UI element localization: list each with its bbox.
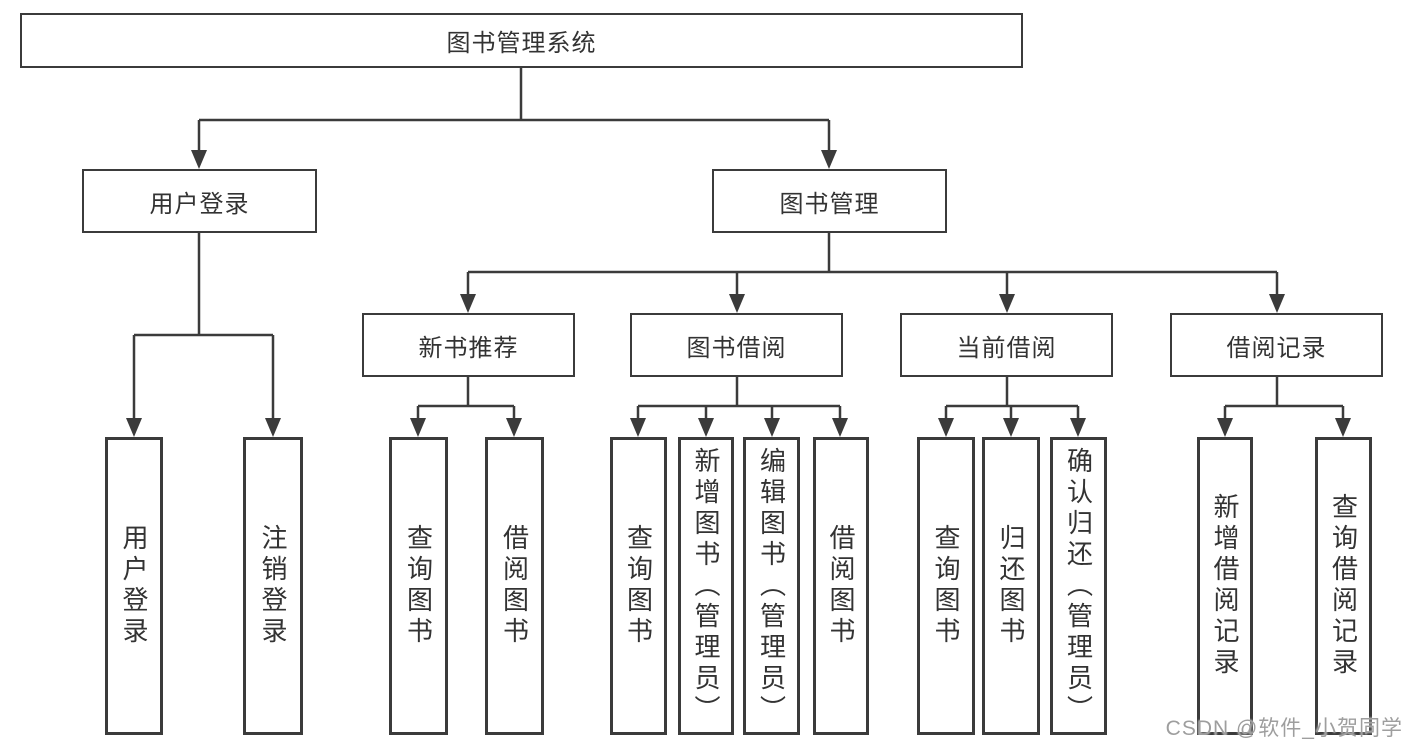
leaf-user-login: 用户登录 xyxy=(105,437,163,735)
node-root: 图书管理系统 xyxy=(20,13,1023,68)
leaf-borrow-books-label: 借阅图书 xyxy=(826,524,856,648)
node-user-login: 用户登录 xyxy=(82,169,317,233)
leaf-return-book: 归还图书 xyxy=(982,437,1040,735)
node-current-borrow-label: 当前借阅 xyxy=(956,334,1057,362)
leaf-logout: 注销登录 xyxy=(243,437,303,735)
leaf-query-books-borrow-label: 查询图书 xyxy=(623,524,654,648)
leaf-query-books-current: 查询图书 xyxy=(917,437,975,735)
leaf-add-borrow-record-label: 新增借阅记录 xyxy=(1210,493,1240,679)
node-borrow-records-label: 借阅记录 xyxy=(1226,334,1327,362)
node-new-book-recommend: 新书推荐 xyxy=(362,313,575,377)
leaf-query-borrow-record-label: 查询借阅记录 xyxy=(1328,493,1359,679)
leaf-return-book-label: 归还图书 xyxy=(996,524,1026,648)
leaf-confirm-return-admin: 确认归还（管理员） xyxy=(1050,437,1107,735)
node-book-management-label: 图书管理 xyxy=(779,190,880,218)
leaf-borrow-books-recommend: 借阅图书 xyxy=(485,437,544,735)
leaf-edit-book-admin: 编辑图书（管理员） xyxy=(743,437,800,735)
leaf-query-borrow-record: 查询借阅记录 xyxy=(1315,437,1372,735)
node-current-borrow: 当前借阅 xyxy=(900,313,1113,377)
leaf-borrow-books-recommend-label: 借阅图书 xyxy=(499,524,530,648)
node-user-login-label: 用户登录 xyxy=(149,190,250,218)
node-book-management: 图书管理 xyxy=(712,169,947,233)
node-root-label: 图书管理系统 xyxy=(446,30,597,57)
leaf-logout-label: 注销登录 xyxy=(258,524,288,648)
node-borrow-records: 借阅记录 xyxy=(1170,313,1383,377)
leaf-borrow-books: 借阅图书 xyxy=(813,437,869,735)
arrowheads xyxy=(126,150,1351,437)
leaf-query-books-recommend: 查询图书 xyxy=(389,437,448,735)
leaf-query-books-current-label: 查询图书 xyxy=(931,524,961,648)
watermark: CSDN @软件_小贺同学 xyxy=(1165,717,1403,740)
node-book-borrow: 图书借阅 xyxy=(630,313,843,377)
leaf-user-login-label: 用户登录 xyxy=(119,524,149,648)
leaf-confirm-return-admin-label: 确认归还（管理员） xyxy=(1063,446,1094,726)
node-new-book-recommend-label: 新书推荐 xyxy=(418,334,519,362)
leaf-add-borrow-record: 新增借阅记录 xyxy=(1197,437,1253,735)
leaf-edit-book-admin-label: 编辑图书（管理员） xyxy=(756,446,787,726)
node-book-borrow-label: 图书借阅 xyxy=(686,334,787,362)
leaf-add-book-admin: 新增图书（管理员） xyxy=(678,437,734,735)
leaf-query-books-borrow: 查询图书 xyxy=(610,437,667,735)
leaf-add-book-admin-label: 新增图书（管理员） xyxy=(691,446,721,726)
leaf-query-books-recommend-label: 查询图书 xyxy=(403,524,434,648)
